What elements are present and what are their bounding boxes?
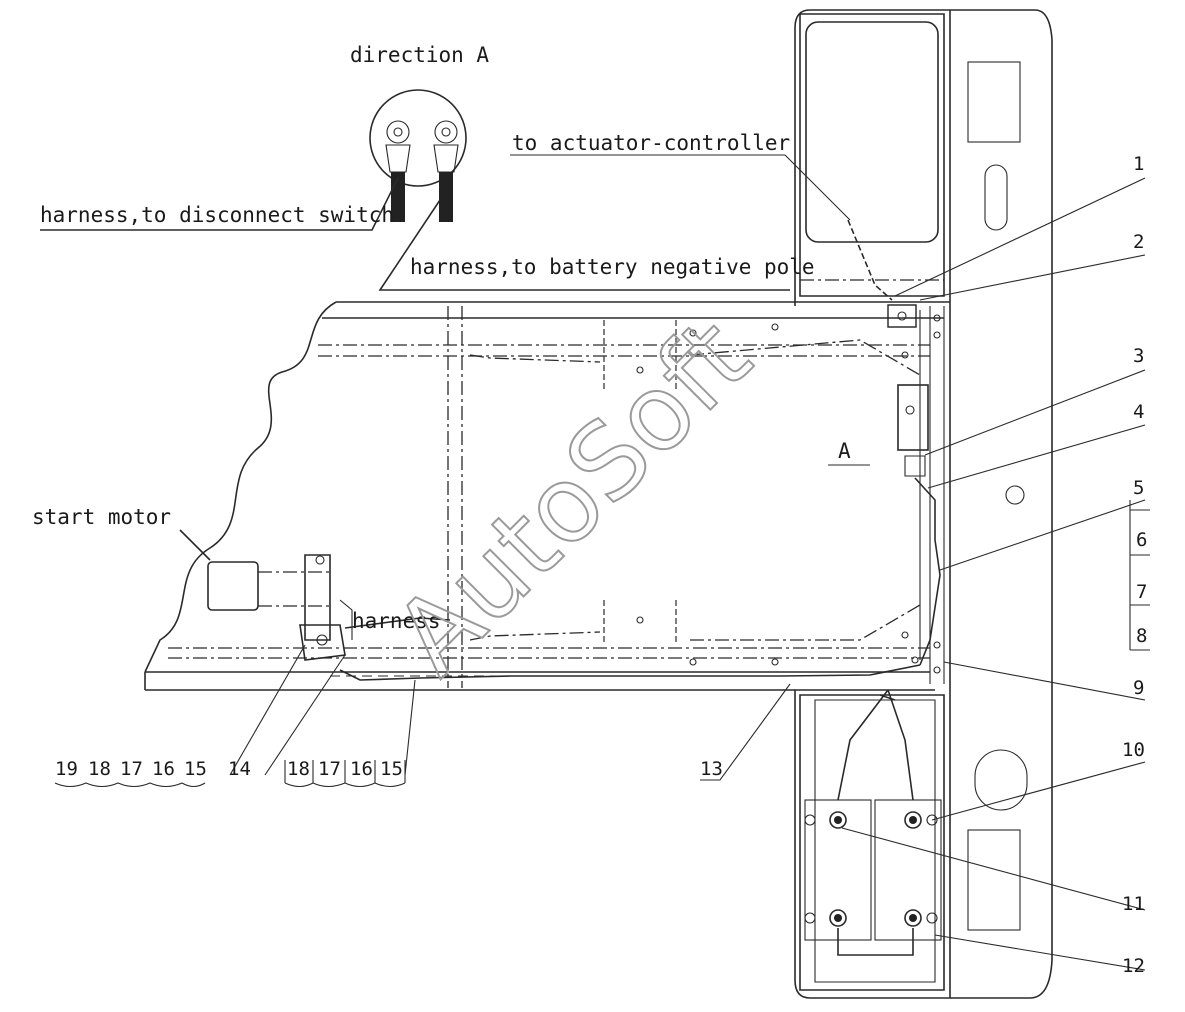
disconnect-switch-label: harness,to disconnect switch bbox=[40, 203, 394, 227]
callout-2: 2 bbox=[1133, 231, 1144, 253]
callout-7: 7 bbox=[1136, 581, 1147, 603]
callout-13: 13 bbox=[700, 758, 723, 780]
view-a-marker: A bbox=[838, 439, 851, 463]
callout-11: 11 bbox=[1122, 893, 1145, 915]
callout-15: 15 bbox=[184, 758, 207, 780]
direction-a-detail bbox=[40, 89, 790, 291]
callout-17: 17 bbox=[120, 758, 143, 780]
actuator-controller-label: to actuator-controller bbox=[512, 131, 790, 155]
callout-15b: 15 bbox=[380, 758, 403, 780]
callout-18: 18 bbox=[88, 758, 111, 780]
leader-lines bbox=[229, 154, 1150, 971]
callout-19: 19 bbox=[55, 758, 78, 780]
callout-numbers-bottom: 19 18 17 16 15 14 18 17 16 15 13 bbox=[54, 758, 723, 788]
callout-8: 8 bbox=[1136, 625, 1147, 647]
harness-routing bbox=[339, 219, 941, 801]
start-motor-label: start motor bbox=[32, 505, 171, 529]
batteries bbox=[804, 799, 942, 956]
callout-18b: 18 bbox=[287, 758, 310, 780]
callout-6: 6 bbox=[1136, 529, 1147, 551]
frame-outline bbox=[144, 301, 950, 691]
callout-17b: 17 bbox=[318, 758, 341, 780]
direction-a-label: direction A bbox=[350, 43, 489, 67]
callout-4: 4 bbox=[1133, 401, 1144, 423]
callout-16: 16 bbox=[152, 758, 175, 780]
callout-1: 1 bbox=[1133, 153, 1144, 175]
callout-14: 14 bbox=[228, 758, 251, 780]
callout-16b: 16 bbox=[350, 758, 373, 780]
callout-10: 10 bbox=[1122, 739, 1145, 761]
callout-9: 9 bbox=[1133, 677, 1144, 699]
harness-label: harness bbox=[352, 609, 441, 633]
callout-3: 3 bbox=[1133, 345, 1144, 367]
callout-numbers-right: 1 2 3 4 5 6 7 8 9 10 11 12 bbox=[1122, 153, 1147, 977]
relay-box bbox=[887, 304, 929, 477]
callout-5: 5 bbox=[1133, 477, 1144, 499]
battery-negative-label: harness,to battery negative pole bbox=[410, 255, 815, 279]
callout-12: 12 bbox=[1122, 955, 1145, 977]
